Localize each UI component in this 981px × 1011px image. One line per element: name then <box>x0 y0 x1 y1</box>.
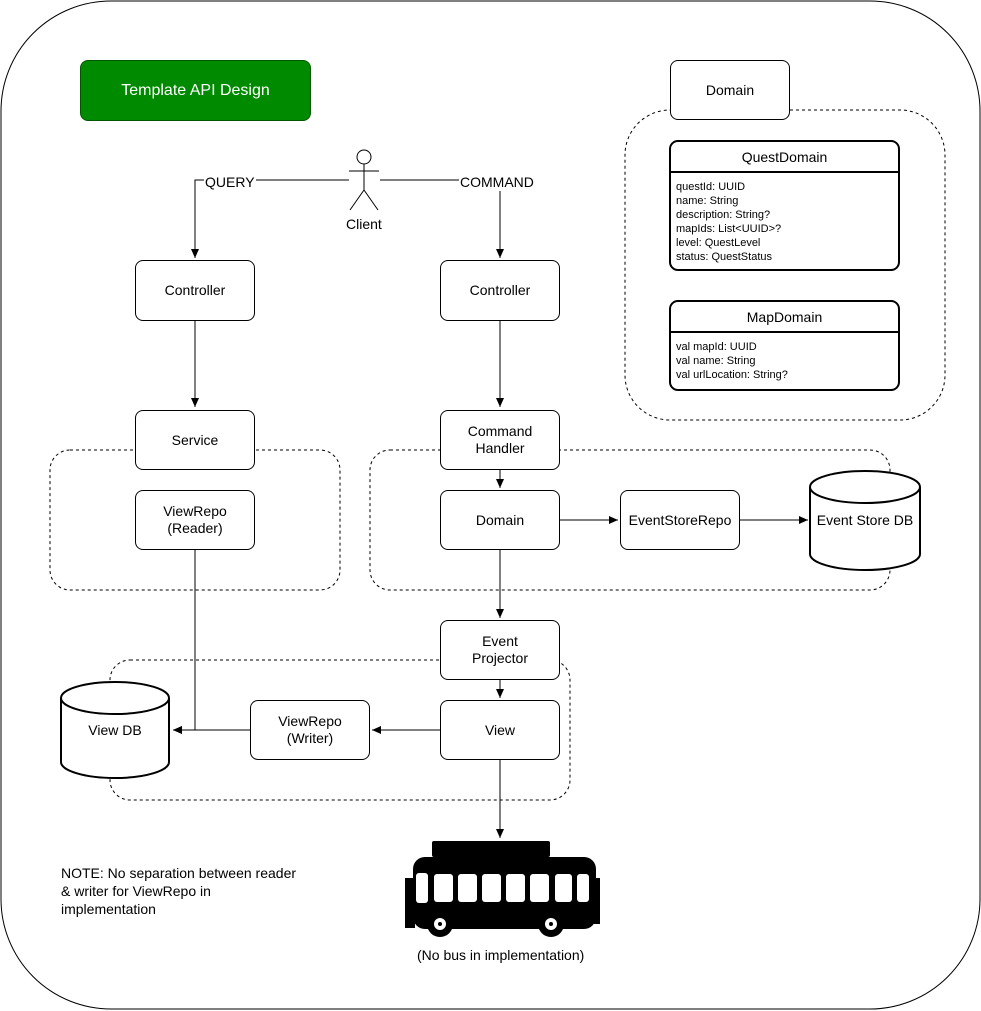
quest-domain-fields: questId: UUID name: String description: … <box>671 173 898 264</box>
query-edge-label: QUERY <box>204 174 256 191</box>
service-node: Service <box>135 410 255 470</box>
diagram-title: Template API Design <box>80 60 311 121</box>
class-field: description: String? <box>676 209 771 221</box>
class-field: val name: String <box>676 355 756 367</box>
domain-group-label: Domain <box>670 60 790 120</box>
client-label: Client <box>346 216 382 232</box>
implementation-note: NOTE: No separation between reader & wri… <box>61 865 297 917</box>
event-projector-node: Event Projector <box>440 620 560 680</box>
query-controller-node: Controller <box>135 260 255 321</box>
view-repo-writer-node: ViewRepo (Writer) <box>250 700 370 760</box>
map-domain-fields: val mapId: UUID val name: String val url… <box>671 333 898 382</box>
class-field: val urlLocation: String? <box>676 369 788 381</box>
event-store-db-cylinder <box>809 470 921 571</box>
event-store-db-label: Event Store DB <box>816 512 914 528</box>
class-field: questId: UUID <box>676 181 746 193</box>
bus-icon <box>405 841 600 937</box>
command-handler-node: Command Handler <box>440 410 560 470</box>
command-edge-label: COMMAND <box>459 174 535 191</box>
map-domain-class-name: MapDomain <box>671 302 898 333</box>
command-controller-node: Controller <box>440 260 560 321</box>
map-domain-class: MapDomain val mapId: UUID val name: Stri… <box>669 300 900 391</box>
command-domain-group-boundary <box>369 449 891 591</box>
bus-caption: (No bus in implementation) <box>417 947 585 963</box>
view-db-label: View DB <box>88 722 142 738</box>
class-field: val mapId: UUID <box>676 341 757 353</box>
stick-figure-icon <box>349 149 379 211</box>
quest-domain-class: QuestDomain questId: UUID name: String d… <box>669 140 900 271</box>
domain-node: Domain <box>440 490 560 550</box>
projection-group-boundary <box>109 659 571 801</box>
class-field: status: QuestStatus <box>676 251 772 263</box>
class-field: mapIds: List<UUID>? <box>676 223 782 235</box>
class-field: level: QuestLevel <box>676 237 761 249</box>
class-field: name: String <box>676 195 739 207</box>
view-repo-reader-node: ViewRepo (Reader) <box>135 490 255 550</box>
quest-domain-class-name: QuestDomain <box>671 142 898 173</box>
view-node: View <box>440 700 560 760</box>
edge-query <box>191 179 349 258</box>
event-store-repo-node: EventStoreRepo <box>620 490 740 550</box>
view-db-cylinder <box>60 681 170 779</box>
query-repo-group-boundary <box>49 449 341 591</box>
